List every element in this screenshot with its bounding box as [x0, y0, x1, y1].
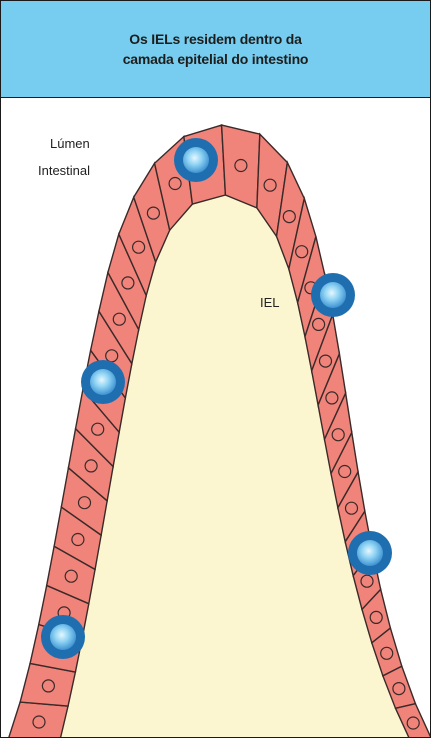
iel-label: IEL	[260, 295, 280, 310]
iel-cell	[311, 273, 355, 317]
epithelial-cell	[8, 702, 68, 738]
iel-cell	[81, 360, 125, 404]
iel-cell	[174, 138, 218, 182]
iel-cell	[41, 615, 85, 659]
lumen-label-line-2: Intestinal	[38, 163, 90, 178]
epithelial-cell	[222, 125, 260, 208]
iel-cell	[348, 531, 392, 575]
lumen-label-line-1: Lúmen	[50, 136, 90, 151]
